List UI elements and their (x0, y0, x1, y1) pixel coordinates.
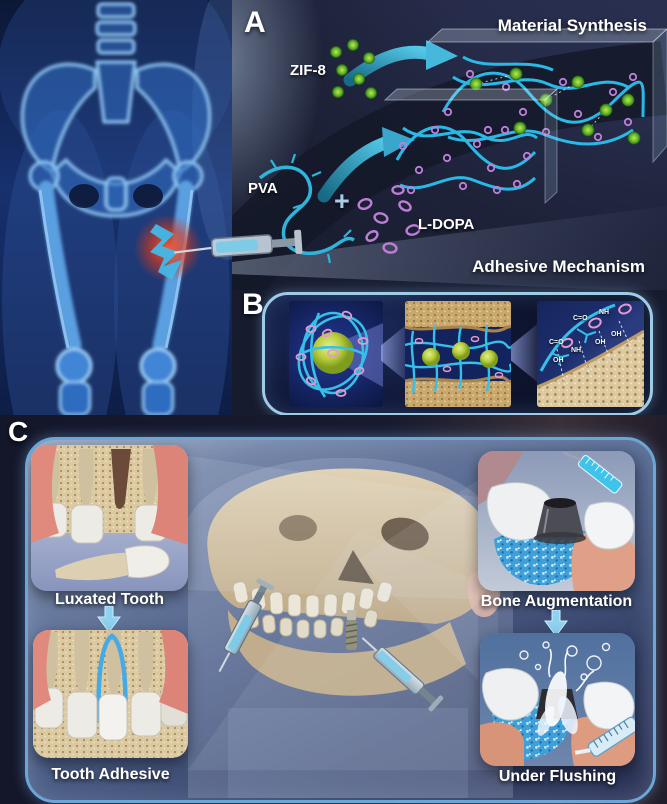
luxated-tooth-icon (55, 545, 170, 581)
arrow-monomers-to-gel (317, 127, 415, 203)
arrow-down-icon (97, 606, 121, 632)
panel-c-applications: C (0, 415, 667, 804)
bond-label: C=O (549, 339, 564, 346)
xray-illustration (0, 0, 264, 490)
upper-teeth (232, 581, 393, 618)
neck-shading (228, 708, 468, 798)
light-beam (232, 206, 667, 290)
gel-between-bone (405, 301, 511, 407)
ldopa-label: L-DOPA (418, 216, 475, 233)
panel-b-adhesive-mechanism: B (232, 288, 667, 416)
gum-right (159, 630, 188, 714)
gum-left (33, 630, 51, 710)
bond-label: OH (595, 339, 606, 346)
panel-a-material-synthesis: A Material Synthesis ZIF-8 PVA + L-DOPA … (232, 0, 667, 290)
panel-a-label: A (244, 6, 266, 39)
syringe-icon (174, 229, 303, 258)
panel-a-title: Material Synthesis (497, 16, 647, 35)
caption-under-flushing: Under Flushing (498, 768, 617, 785)
bone-adhesive-in-fracture (150, 224, 182, 280)
caption-bone-augmentation: Bone Augmentation (480, 593, 633, 610)
skull-scene (188, 458, 513, 798)
panel-a-art (232, 28, 667, 290)
knee-bones (55, 347, 177, 417)
pva-label: PVA (248, 180, 278, 197)
caption-luxated-tooth: Luxated Tooth (54, 591, 165, 608)
hydrogel-block-plain (383, 87, 559, 205)
gum-right (151, 445, 188, 545)
zif8-label: ZIF-8 (290, 62, 326, 79)
ldopa-molecules (357, 184, 421, 254)
panel-b-title: Adhesive Mechanism (472, 257, 645, 276)
panel-c-label: C (8, 416, 29, 447)
eye-socket (279, 515, 317, 541)
adhesive-outline (96, 633, 128, 723)
flosser-nozzle-icon (574, 716, 635, 757)
syringe-icon (361, 637, 444, 712)
inset-luxated-tooth (31, 445, 188, 591)
graft-syringe-icon (563, 451, 623, 494)
bond-label: NH (599, 309, 610, 316)
nasal-cavity (338, 550, 374, 584)
implant-abutment-icon (534, 498, 586, 544)
gum-left (480, 722, 524, 766)
inset-bone-augmentation (478, 451, 635, 591)
molar-right (583, 501, 635, 550)
empty-socket (111, 449, 131, 509)
skull-cranium (207, 468, 495, 624)
panel-b-box: C=O NH C=O NH OH OH OH (262, 292, 653, 416)
hydrogel-block-with-zif8 (426, 28, 667, 164)
zif8-particle-closeup (289, 301, 383, 407)
plus-sign: + (334, 186, 350, 216)
bond-label: C=O (573, 315, 588, 322)
bond-label: NH (571, 347, 582, 354)
zif8-particles (330, 39, 377, 99)
bond-label: OH (611, 331, 622, 338)
pelvis-femur-xray (0, 0, 264, 490)
bond-interface-closeup: C=O NH C=O NH OH OH OH (537, 301, 644, 407)
teeth-crowns (34, 685, 188, 741)
eye-socket (381, 517, 429, 551)
syringe-icon (218, 578, 275, 673)
molar-left (482, 667, 539, 721)
panel-b-label: B (242, 288, 264, 321)
inset-under-flushing (480, 633, 635, 766)
inset-tooth-adhesive (33, 630, 188, 758)
caption-tooth-adhesive: Tooth Adhesive (51, 766, 170, 783)
gum-left (31, 445, 59, 543)
arrow-down-icon (544, 610, 568, 636)
water-splash-icon (519, 641, 611, 736)
dental-implant-icon (345, 610, 358, 650)
panel-c-box: Luxated Tooth (25, 437, 656, 803)
bond-label: OH (553, 357, 564, 364)
